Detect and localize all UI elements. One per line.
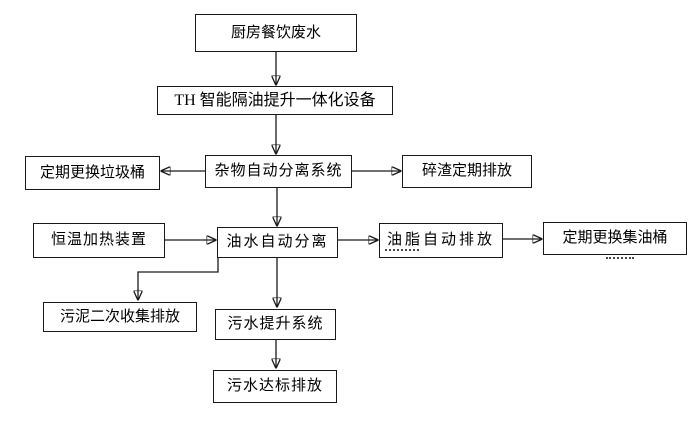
node-debris-separation-system: 杂物自动分离系统 [205, 155, 352, 188]
spellcheck-dots-grease [385, 249, 419, 251]
node-sludge-secondary-collection: 污泥二次收集排放 [43, 302, 197, 332]
node-sewage-lifting-system: 污水提升系统 [215, 309, 336, 340]
node-residue-periodic-discharge: 碎渣定期排放 [402, 155, 532, 188]
node-oil-water-separation: 油水自动分离 [217, 227, 338, 258]
node-kitchen-wastewater: 厨房餐饮废水 [195, 14, 357, 52]
node-grease-auto-discharge: 油脂自动排放 [379, 223, 503, 258]
node-constant-temp-heater: 恒温加热装置 [33, 223, 165, 258]
node-replace-oil-barrel: 定期更换集油桶 [543, 222, 687, 255]
arrow-oilwater-to-sludge [138, 258, 219, 300]
node-sewage-standard-discharge: 污水达标排放 [213, 370, 337, 403]
spellcheck-dots-barrel [606, 257, 634, 259]
node-th-integrated-unit: TH 智能隔油提升一体化设备 [157, 86, 393, 115]
node-replace-trash-bin: 定期更换垃圾桶 [25, 156, 160, 190]
